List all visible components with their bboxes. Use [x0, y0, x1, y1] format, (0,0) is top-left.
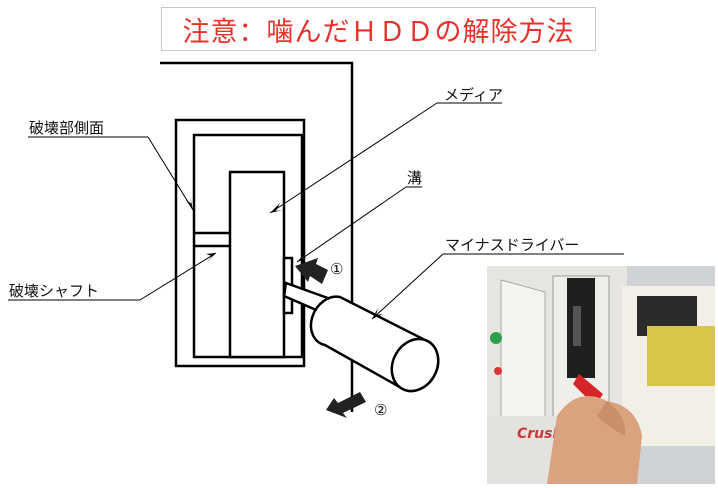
label-side: 破壊部側面: [29, 119, 104, 137]
label-shaft: 破壊シャフト: [9, 282, 99, 300]
step1-label: ①: [330, 260, 343, 278]
leader-arrowheads: [186, 197, 383, 319]
leader-lines: [8, 102, 624, 320]
arrow-push-icon: [295, 258, 328, 284]
crush-brand-text: Crush: [517, 426, 562, 442]
label-media: メディア: [444, 86, 503, 104]
screwdriver: [282, 281, 440, 393]
title-banner: 注意：噛んだＨＤＤの解除方法: [161, 7, 596, 51]
label-driver: マイナスドライバー: [445, 236, 579, 254]
step2-label: ②: [374, 401, 387, 419]
page-title: 注意：噛んだＨＤＤの解除方法: [182, 16, 575, 48]
media-block: [194, 170, 294, 359]
label-groove: 溝: [407, 169, 422, 187]
arrow-pull-icon: [326, 392, 366, 418]
photo-screwdriver-in-machine: Crush: [487, 266, 715, 484]
